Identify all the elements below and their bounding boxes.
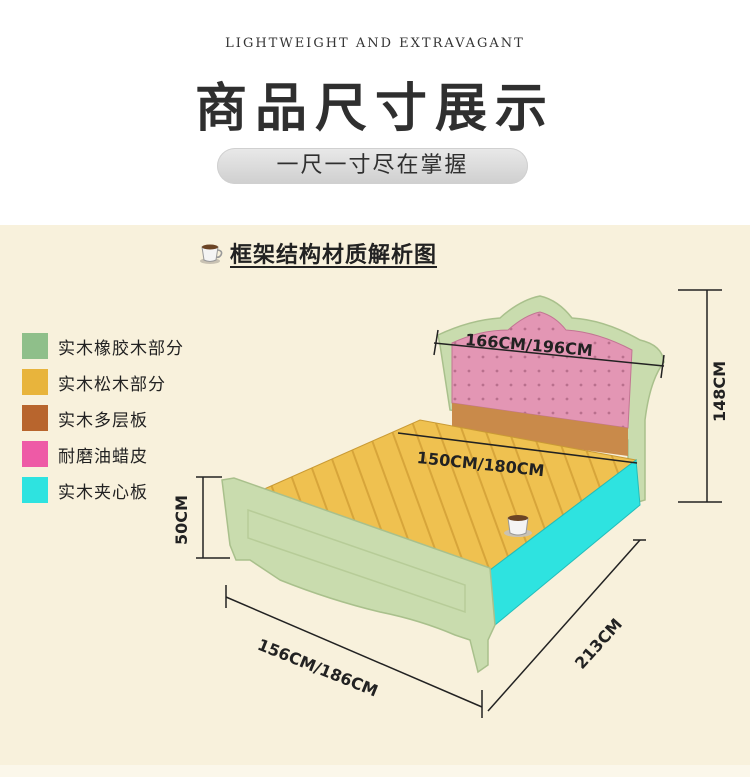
legend-item-pine: 实木松木部分	[22, 369, 184, 395]
legend-swatch	[22, 369, 48, 395]
cup-body	[507, 517, 529, 536]
legend-swatch	[22, 477, 48, 503]
section-title: 框架结构材质解析图	[230, 243, 438, 268]
subtitle-pill: 一尺一寸尽在掌握	[217, 148, 528, 184]
legend-swatch	[22, 441, 48, 467]
legend-item-plywood: 实木多层板	[22, 405, 184, 431]
plywood-strip	[452, 403, 628, 456]
legend-label: 实木橡胶木部分	[58, 338, 184, 359]
footboard-panel	[247, 508, 466, 614]
dimension-lines	[196, 289, 722, 718]
page-title: 商品尺寸展示	[194, 78, 555, 139]
legend-swatch	[22, 405, 48, 431]
eyebrow-text: LIGHTWEIGHT AND EXTRAVAGANT	[225, 36, 525, 51]
legend-label: 实木多层板	[58, 410, 148, 431]
legend-label: 耐磨油蜡皮	[58, 446, 148, 467]
dim-height: 148CM	[710, 360, 729, 422]
legend-item-rubberwood: 实木橡胶木部分	[22, 333, 184, 359]
dim-footboard-height: 50CM	[172, 495, 191, 545]
bottom-strip	[0, 765, 750, 777]
legend-label: 实木夹心板	[58, 482, 148, 503]
legend-item-blockboard: 实木夹心板	[22, 477, 184, 503]
legend-label: 实木松木部分	[58, 374, 166, 395]
coffee-cup-icon	[200, 244, 223, 264]
legend-swatch	[22, 333, 48, 359]
cup-coffee	[508, 515, 528, 521]
material-legend: 实木橡胶木部分 实木松木部分 实木多层板 耐磨油蜡皮 实木夹心板	[22, 333, 184, 513]
legend-item-leather: 耐磨油蜡皮	[22, 441, 184, 467]
headboard-leather	[451, 311, 633, 429]
header-section	[0, 0, 750, 225]
section-heading: 框架结构材质解析图	[198, 236, 437, 270]
